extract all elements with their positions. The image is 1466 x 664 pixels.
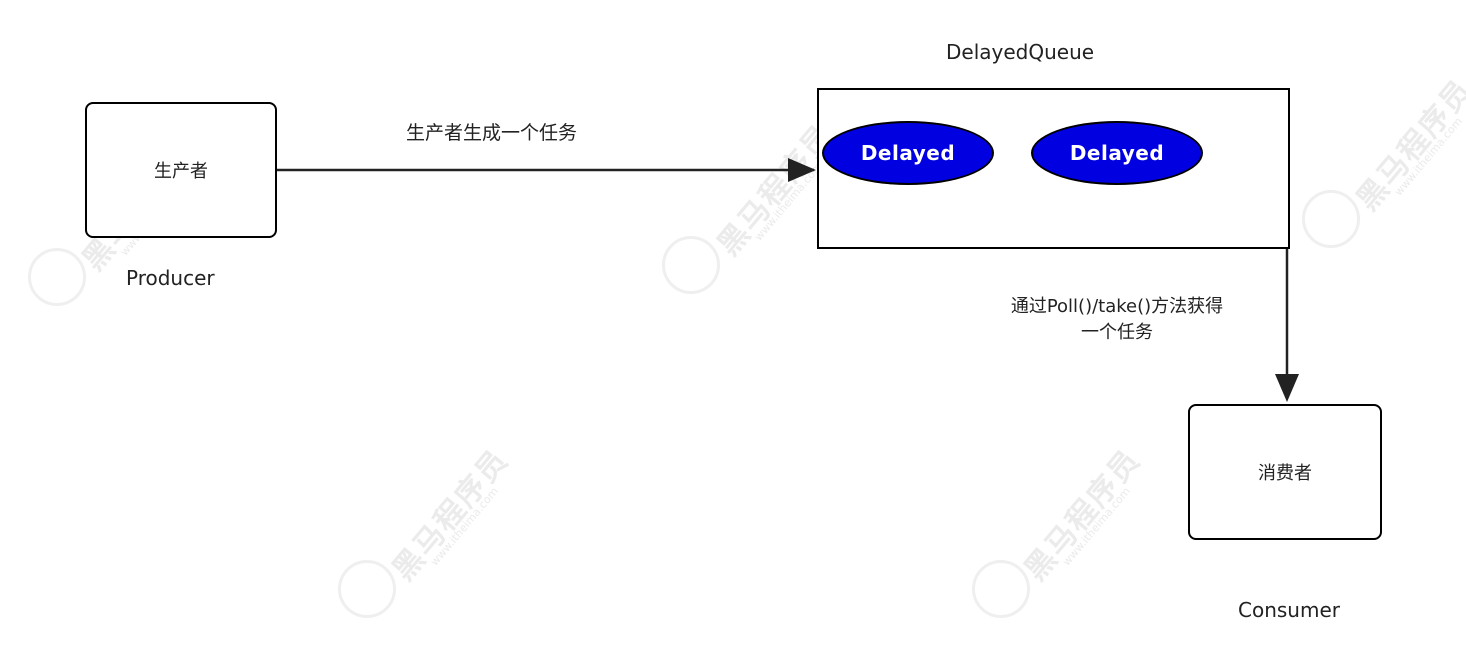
- watermark-logo-icon: [28, 248, 86, 306]
- consume-edge-label-line: 通过Poll()/take()方法获得: [1010, 296, 1224, 317]
- watermark-logo-icon: [662, 236, 720, 294]
- consumer-node[interactable]: 消费者: [1188, 404, 1382, 540]
- delayed-item[interactable]: Delayed: [1031, 121, 1203, 185]
- produce-arrowhead-icon: [788, 158, 816, 182]
- producer-node-label: 生产者: [154, 161, 208, 182]
- consume-edge-label: 通过Poll()/take()方法获得 一个任务: [972, 294, 1262, 346]
- delayed-item[interactable]: Delayed: [822, 121, 994, 185]
- producer-caption: Producer: [126, 266, 215, 290]
- watermark-logo-icon: [1302, 190, 1360, 248]
- consume-arrowhead-icon: [1275, 374, 1299, 402]
- delayed-item-label: Delayed: [1069, 141, 1165, 165]
- producer-node[interactable]: 生产者: [85, 102, 277, 238]
- queue-title: DelayedQueue: [946, 40, 1095, 64]
- consumer-caption: Consumer: [1238, 598, 1340, 622]
- produce-edge-label: 生产者生成一个任务: [406, 122, 578, 144]
- consumer-node-label: 消费者: [1258, 463, 1312, 484]
- watermark-logo-icon: [972, 560, 1030, 618]
- watermark-logo-icon: [338, 560, 396, 618]
- consume-edge-label-line: 一个任务: [1081, 322, 1153, 343]
- delayed-item-label: Delayed: [860, 141, 956, 165]
